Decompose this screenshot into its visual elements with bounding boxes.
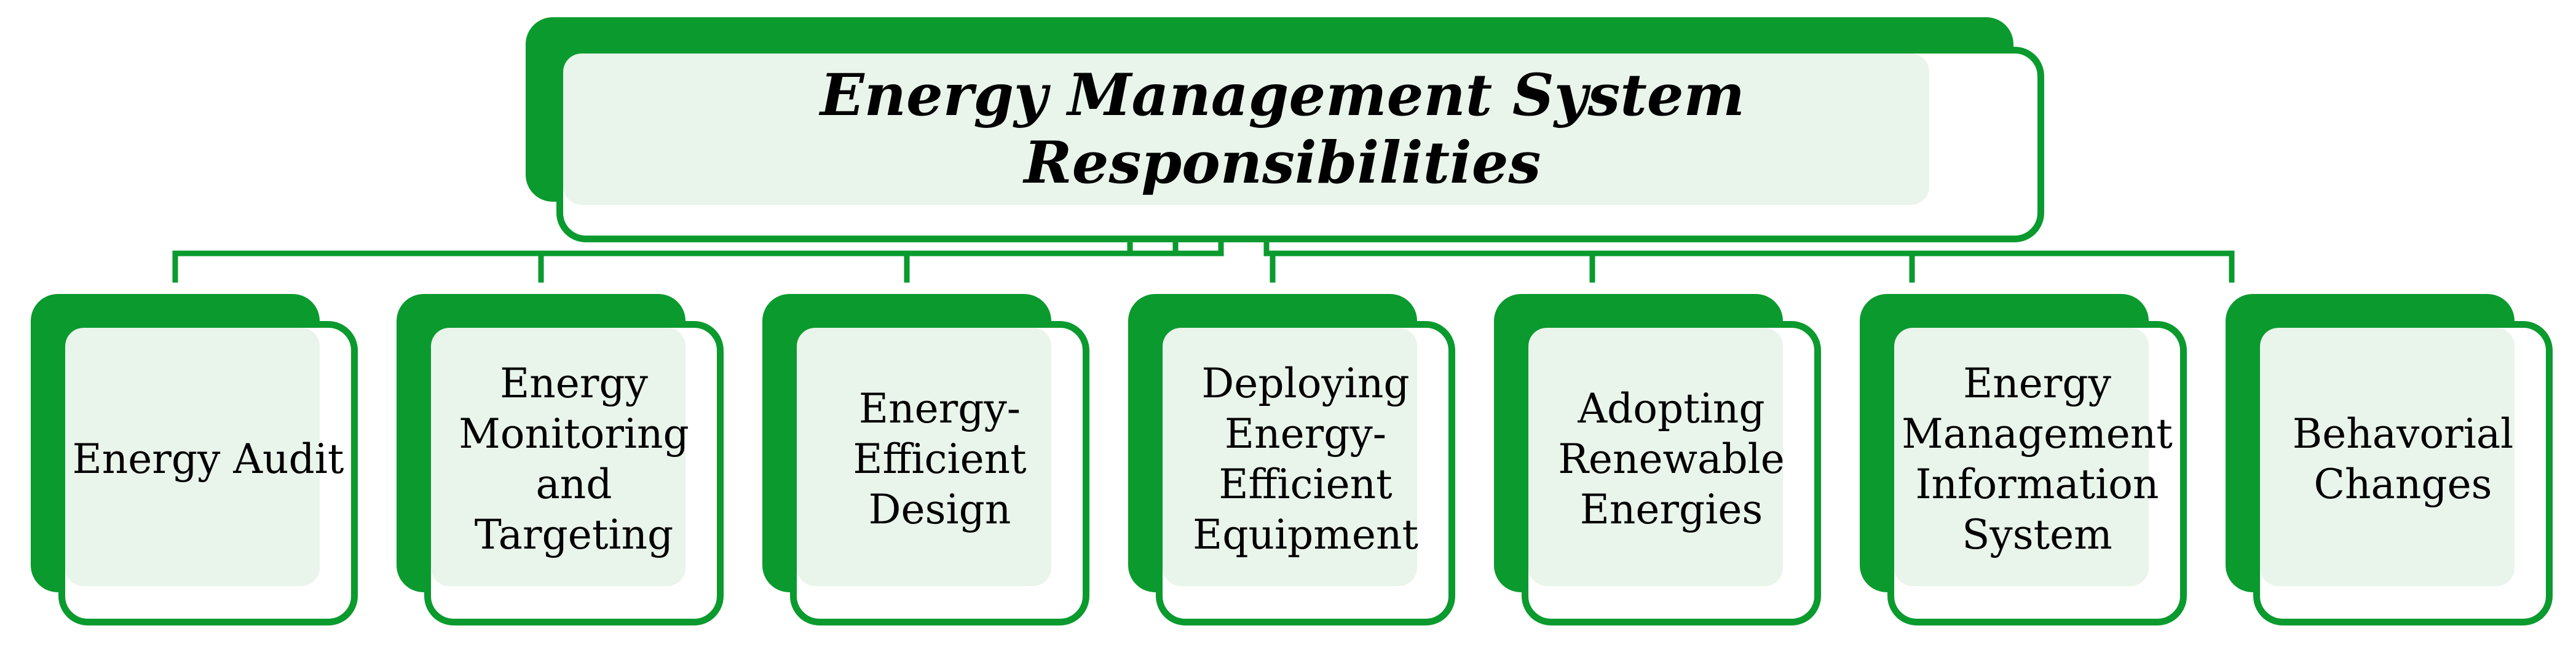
node-fill [65,328,320,586]
node-fill [431,328,685,586]
node-label: Energy Audit [72,435,344,483]
node-fill [1894,328,2149,586]
node-fill [1528,328,1783,586]
root-node-fill [563,54,1929,205]
node-fill [2260,328,2515,586]
node-label: Deploying Energy- Efficient Equipment [1193,360,1418,558]
node-fill [1163,328,1417,586]
node-label: Energy- Efficient Design [853,385,1027,533]
node-label: Energy Monitoring and Targeting [459,360,689,558]
node-label: Energy Management Information System [1902,360,2173,558]
node-fill [797,328,1051,586]
node-label: Behavorial Changes [2292,410,2514,508]
diagram-title: Energy Management System Responsibilitie… [820,62,1745,197]
node-label: Adopting Renewable Energies [1558,385,1785,533]
